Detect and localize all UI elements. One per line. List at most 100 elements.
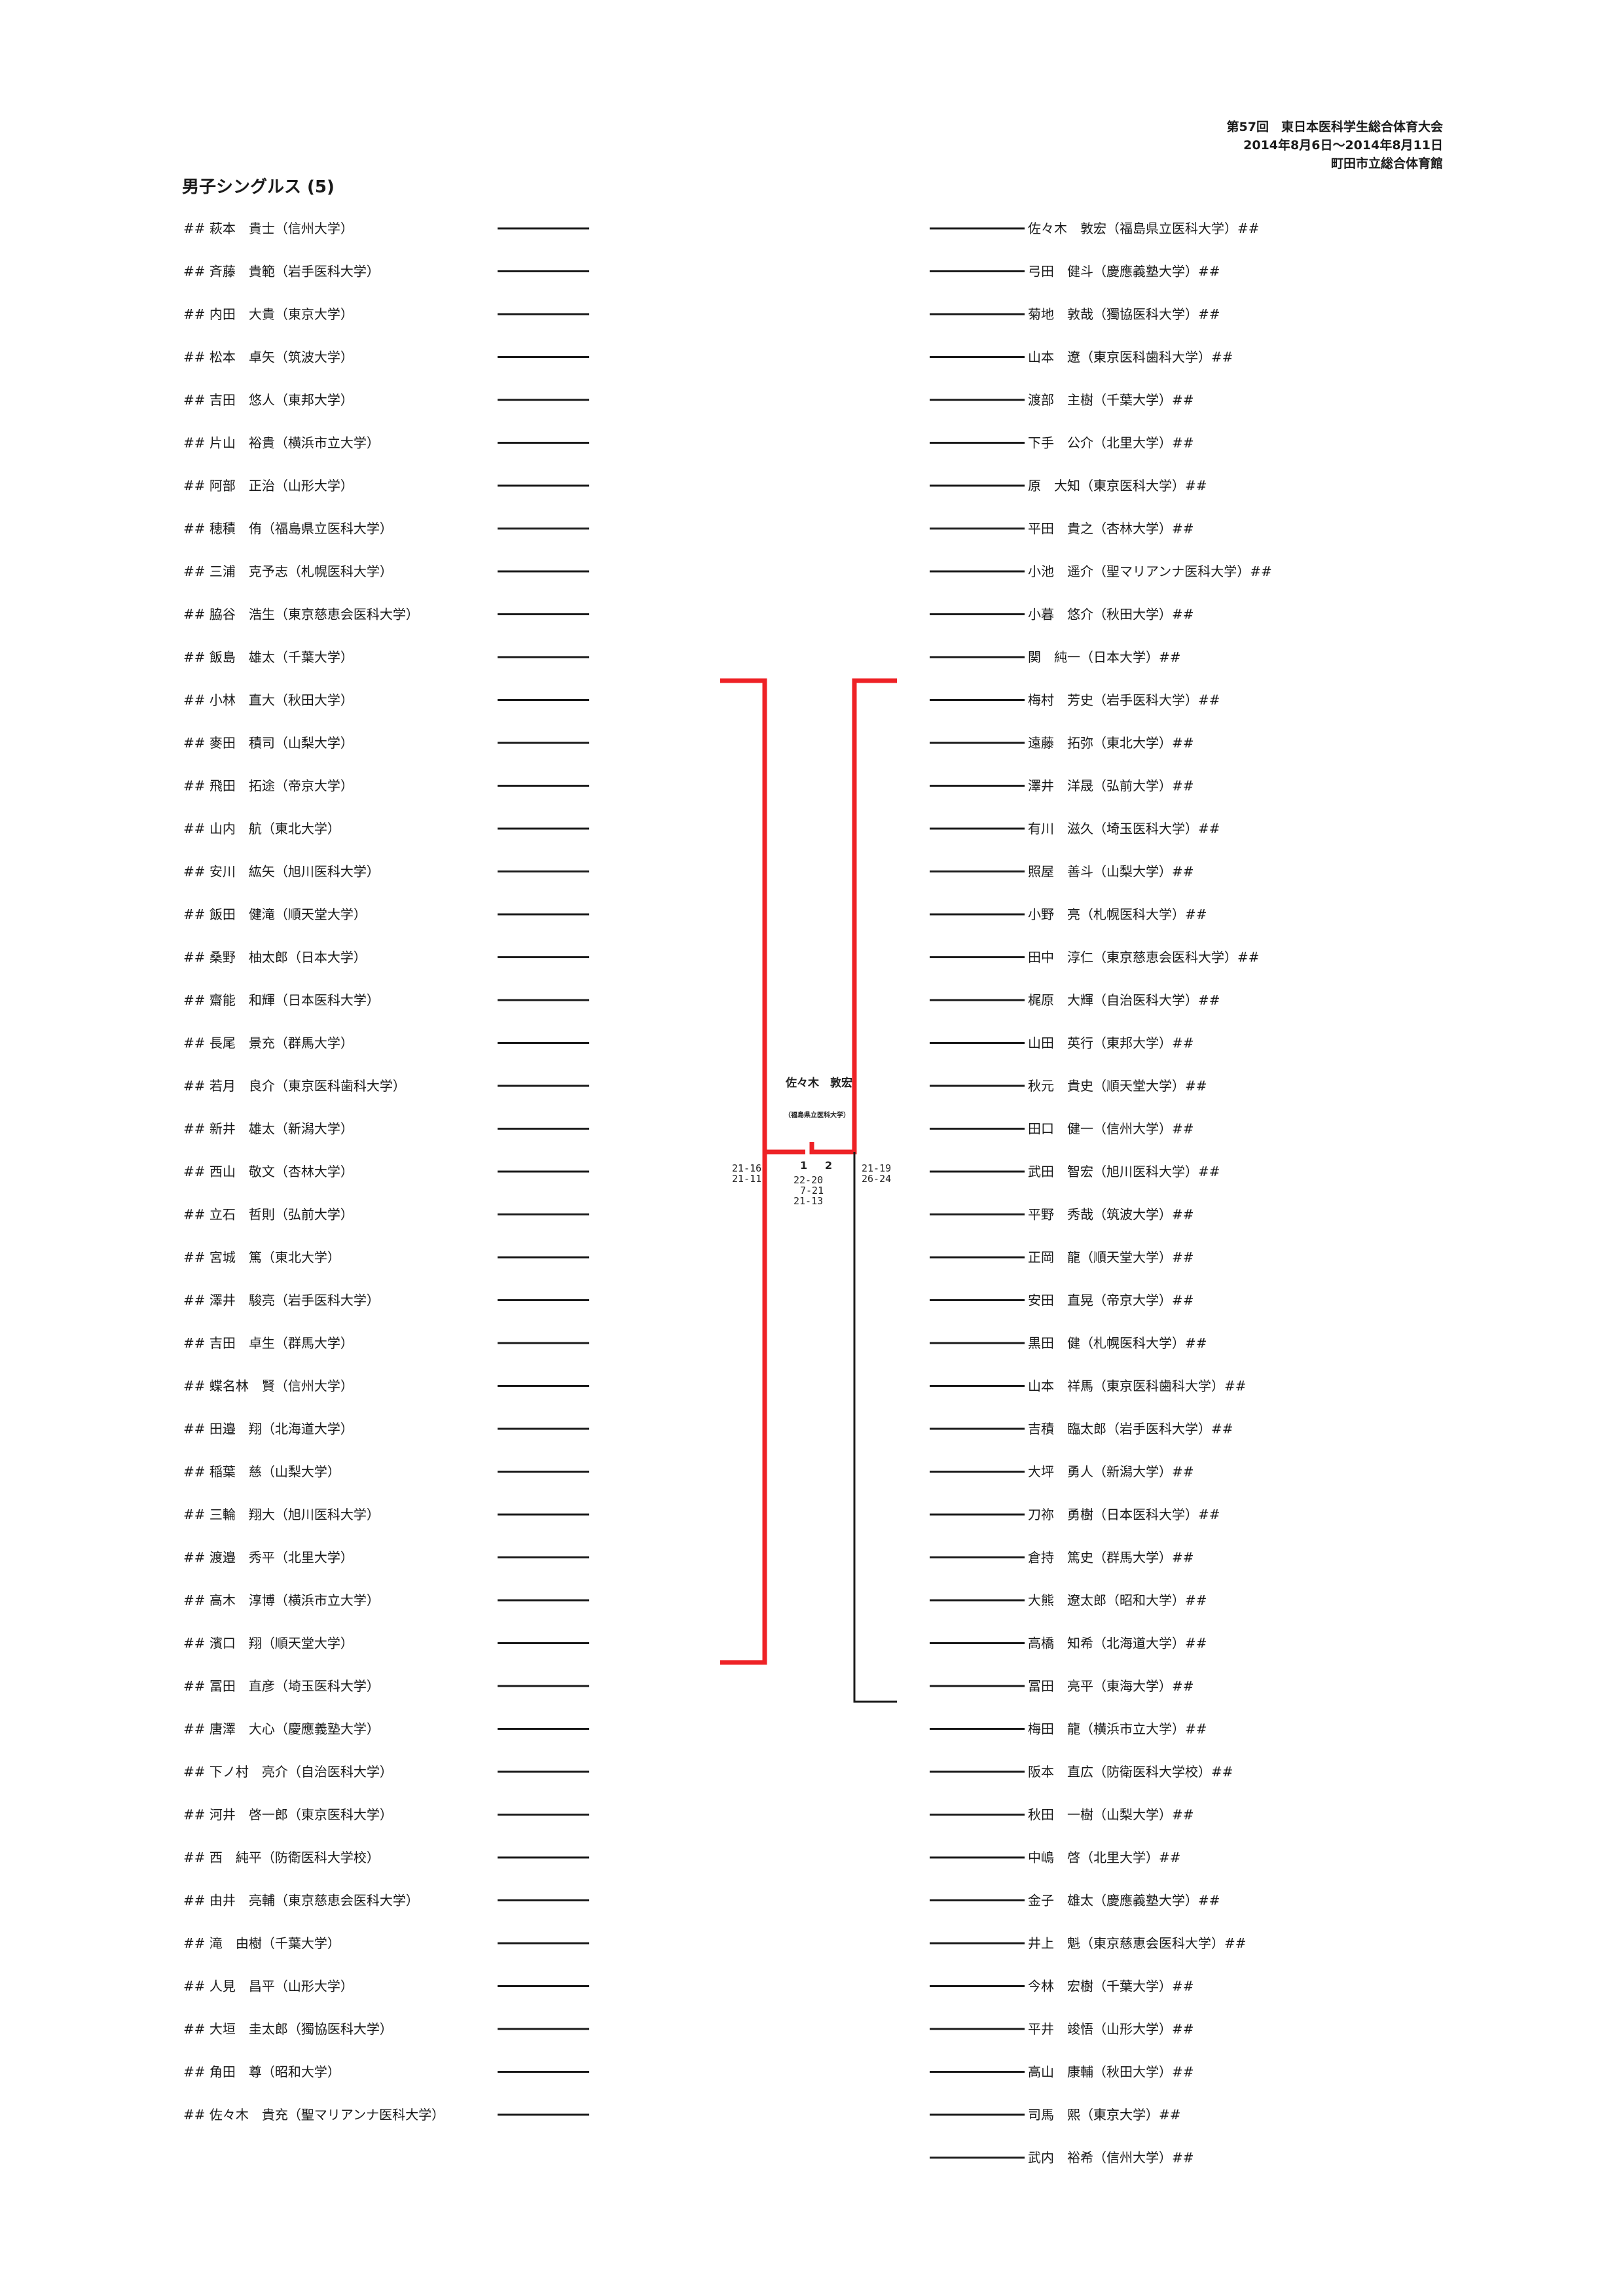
left-player-entry: ## 阿部 正治（山形大学） (183, 478, 354, 493)
left-semifinal-line (720, 678, 805, 1155)
left-player-entry: ## 飯田 健滝（順天堂大学） (183, 906, 367, 922)
right-player-entry: 澤井 洋晟（弘前大学）## (1028, 778, 1194, 794)
left-player-entry: ## 若月 良介（東京医科歯科大学） (183, 1078, 406, 1094)
left-player-entry: ## 由井 亮輔（東京慈恵会医科大学） (183, 1893, 419, 1909)
left-player-entry: ## 三輪 翔大（旭川医科大学） (183, 1507, 380, 1522)
right-player-entry: 原 大知（東京医科大学）## (1028, 478, 1207, 493)
right-player-entry: 大坪 勇人（新潟大学）## (1028, 1464, 1194, 1480)
champion-school: （福島県立医科大学） (784, 1111, 850, 1119)
final-score-1: 22-20 (793, 1174, 823, 1186)
event-name: 第57回 東日本医科学生総合体育大会 (1226, 120, 1443, 134)
left-player-entry: ## 渡邉 秀平（北里大学） (183, 1550, 354, 1566)
right-player-entry: 梶原 大輝（自治医科大学）## (1028, 992, 1220, 1008)
right-player-entry: 秋元 貴史（順天堂大学）## (1028, 1078, 1207, 1094)
right-player-entry: 秋田 一樹（山梨大学）## (1028, 1807, 1194, 1823)
right-player-entry: 小野 亮（札幌医科大学）## (1028, 906, 1207, 922)
final-score-2: 7-21 (800, 1185, 824, 1196)
final-left-games: 1 (800, 1159, 807, 1172)
left-player-entry: ## 冨田 直彦（埼玉医科大学） (183, 1678, 380, 1694)
left-player-entry: ## 蝶名林 賢（信州大学） (183, 1378, 354, 1394)
right-player-entry: 今林 宏樹（千葉大学）## (1028, 1979, 1194, 1994)
right-player-entry: 高橋 知希（北海道大学）## (1028, 1636, 1207, 1651)
semi-right-score-2: 26-24 (862, 1173, 891, 1185)
right-player-entry: 武内 裕希（信州大学）## (1028, 2150, 1194, 2166)
left-player-entry: ## 角田 尊（昭和大学） (183, 2064, 340, 2080)
right-player-entry: 司馬 熙（東京大学）## (1028, 2107, 1181, 2123)
left-player-entry: ## 佐々木 貴充（聖マリアンナ医科大学） (183, 2107, 445, 2123)
left-player-entry: ## 高木 淳博（横浜市立大学） (183, 1592, 380, 1608)
right-player-entry: 有川 滋久（埼玉医科大学）## (1028, 821, 1220, 836)
right-player-entry: 小暮 悠介（秋田大学）## (1028, 607, 1194, 622)
left-player-entry: ## 萩本 貴士（信州大学） (183, 221, 354, 236)
right-player-entry: 倉持 篤史（群馬大学）## (1028, 1550, 1194, 1566)
right-player-entry: 阪本 直広（防衛医科大学校）## (1028, 1764, 1233, 1780)
left-player-entry: ## 唐澤 大心（慶應義塾大学） (183, 1721, 380, 1737)
left-player-entry: ## 大垣 圭太郎（獨協医科大学） (183, 2021, 393, 2037)
right-player-entry: 下手 公介（北里大学）## (1028, 435, 1194, 451)
left-player-entry: ## 斉藤 貴範（岩手医科大学） (183, 264, 380, 279)
left-player-entry: ## 山内 航（東北大学） (183, 821, 340, 836)
right-player-entry: 黒田 健（札幌医科大学）## (1028, 1335, 1207, 1351)
right-player-entry: 正岡 龍（順天堂大学）## (1028, 1249, 1194, 1265)
right-player-entry: 吉積 臨太郎（岩手医科大学）## (1028, 1421, 1233, 1437)
left-player-entry: ## 河井 啓一郎（東京医科大学） (183, 1807, 393, 1823)
left-player-entry: ## 人見 昌平（山形大学） (183, 1979, 354, 1994)
left-player-entry: ## 下ノ村 亮介（自治医科大学） (183, 1764, 393, 1780)
semi-left-score-1: 21-16 (732, 1162, 761, 1174)
final-right-games: 2 (825, 1159, 832, 1172)
right-player-entry: 小池 遥介（聖マリアンナ医科大学）## (1028, 564, 1272, 579)
left-player-entry: ## 片山 裕貴（横浜市立大学） (183, 435, 380, 451)
left-player-entry: ## 松本 卓矢（筑波大学） (183, 350, 354, 365)
right-player-entry: 佐々木 敦宏（福島県立医科大学）## (1028, 221, 1260, 236)
right-player-entry: 冨田 亮平（東海大学）## (1028, 1678, 1194, 1694)
right-player-entry: 田口 健一（信州大学）## (1028, 1121, 1194, 1137)
left-player-entry: ## 脇谷 浩生（東京慈恵会医科大学） (183, 607, 419, 622)
right-player-entry: 安田 直晃（帝京大学）## (1028, 1293, 1194, 1308)
final-score-3: 21-13 (793, 1195, 823, 1207)
left-player-entry: ## 安川 紘矢（旭川医科大学） (183, 864, 380, 880)
left-player-entry: ## 穂積 侑（福島県立医科大学） (183, 521, 393, 537)
left-semifinal-line-lower (720, 1152, 767, 1665)
left-player-entry: ## 桑野 柚太郎（日本大学） (183, 950, 367, 965)
right-player-entry: 高山 康輔（秋田大学）## (1028, 2064, 1194, 2080)
right-player-entry: 梅村 芳史（岩手医科大学）## (1028, 692, 1220, 708)
left-player-entry: ## 濱口 翔（順天堂大学） (183, 1636, 354, 1651)
right-player-entry: 刀祢 勇樹（日本医科大学）## (1028, 1507, 1220, 1522)
left-player-entry: ## 吉田 卓生（群馬大学） (183, 1335, 354, 1351)
event-dates: 2014年8月6日～2014年8月11日 (1243, 138, 1443, 152)
left-player-entry: ## 吉田 悠人（東邦大学） (183, 392, 354, 408)
page-title: 男子シングルス (5) (182, 177, 335, 197)
right-player-entry: 武田 智宏（旭川医科大学）## (1028, 1164, 1220, 1179)
right-player-entry: 遠藤 拓弥（東北大学）## (1028, 735, 1194, 751)
left-player-entry: ## 立石 哲則（弘前大学） (183, 1207, 354, 1223)
left-player-entry: ## 長尾 景充（群馬大学） (183, 1035, 354, 1051)
event-header: 第57回 東日本医科学生総合体育大会 2014年8月6日～2014年8月11日 … (1227, 118, 1443, 173)
semi-left-score-2: 21-11 (732, 1173, 761, 1185)
bracket-labels: ## 萩本 貴士（信州大学） ## 斉藤 貴範（岩手医科大学） ## 内田 大貴（東… (183, 221, 1272, 2166)
right-player-entry: 照屋 善斗（山梨大学）## (1028, 864, 1194, 880)
left-player-entry: ## 内田 大貴（東京大学） (183, 306, 354, 322)
right-player-entry: 山田 英行（東邦大学）## (1028, 1035, 1194, 1051)
left-player-entry: ## 新井 雄太（新潟大学） (183, 1121, 354, 1137)
right-player-entry: 金子 雄太（慶應義塾大学）## (1028, 1893, 1220, 1909)
left-player-entry: ## 滝 由樹（千葉大学） (183, 1935, 340, 1951)
left-player-entry: ## 齋能 和輝（日本医科大学） (183, 992, 380, 1008)
right-player-entry: 山本 祥馬（東京医科歯科大学）## (1028, 1378, 1247, 1394)
right-player-entry: 大熊 遼太郎（昭和大学）## (1028, 1592, 1207, 1608)
left-player-entry: ## 田邉 翔（北海道大学） (183, 1421, 354, 1437)
left-player-entry: ## 飯島 雄太（千葉大学） (183, 649, 354, 665)
right-player-entry: 弓田 健斗（慶應義塾大学）## (1028, 264, 1220, 279)
left-player-entry: ## 麥田 積司（山梨大学） (183, 735, 354, 751)
left-player-entry: ## 西山 敬文（杏林大学） (183, 1164, 354, 1179)
champion-name: 佐々木 敦宏 (785, 1076, 852, 1090)
right-semifinal-line-lower (853, 1152, 897, 1703)
left-player-entry: ## 小林 直大（秋田大学） (183, 692, 354, 708)
left-player-entry: ## 宮城 篤（東北大学） (183, 1249, 340, 1265)
right-player-entry: 関 純一（日本大学）## (1028, 649, 1181, 665)
left-player-entry: ## 澤井 駿亮（岩手医科大学） (183, 1293, 380, 1308)
bracket-lines (498, 227, 1025, 2159)
left-player-entry: ## 三浦 克予志（札幌医科大学） (183, 564, 393, 579)
event-venue: 町田市立総合体育館 (1330, 156, 1443, 171)
right-player-entry: 中嶋 啓（北里大学）## (1028, 1850, 1181, 1865)
right-player-entry: 田中 淳仁（東京慈恵会医科大学）## (1028, 950, 1260, 965)
